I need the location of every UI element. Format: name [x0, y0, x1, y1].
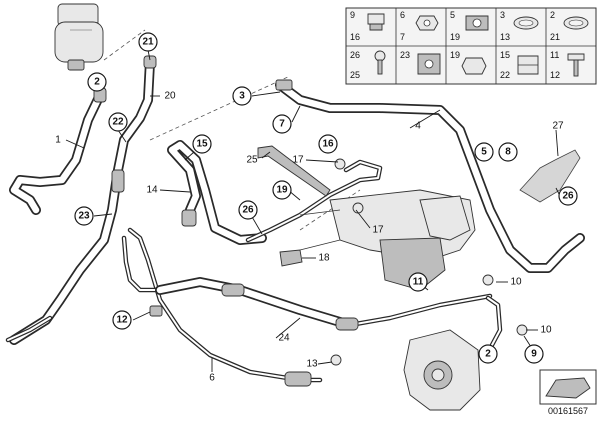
- callout-16[interactable]: 16: [318, 134, 338, 154]
- line-19: [245, 159, 383, 243]
- callout-26[interactable]: 26: [238, 200, 258, 220]
- legend-number: 2: [550, 10, 555, 20]
- steering-gear: [299, 189, 476, 291]
- svg-text:21: 21: [142, 37, 154, 48]
- fluid-reservoir: [54, 3, 104, 71]
- line-2: [485, 295, 503, 348]
- svg-text:2: 2: [485, 349, 491, 360]
- label-17: 17: [372, 225, 384, 236]
- legend-number: 9: [350, 10, 355, 20]
- dashed-reference-line: [103, 29, 146, 61]
- svg-text:26: 26: [562, 191, 574, 202]
- callout-2-bottom[interactable]: 2: [478, 344, 498, 364]
- bolt-icon: [567, 53, 585, 77]
- hose-clamp-icon: [513, 16, 539, 30]
- document-id: 00161567: [548, 406, 588, 416]
- bracket-25: [257, 145, 331, 197]
- callout-8[interactable]: 8: [498, 142, 518, 162]
- callout-23[interactable]: 23: [74, 206, 94, 226]
- callout-26-right[interactable]: 26: [558, 186, 578, 206]
- label-13: 13: [306, 359, 318, 370]
- svg-text:8: 8: [505, 147, 511, 158]
- legend-number: 7: [400, 32, 405, 42]
- legend-number: 16: [350, 32, 360, 42]
- bolt-icon: [367, 13, 385, 31]
- legend-number: 19: [450, 32, 460, 42]
- vehicle-symbol-box: 00161567: [539, 369, 597, 416]
- clamp-fittings: [279, 158, 528, 366]
- svg-text:19: 19: [276, 185, 288, 196]
- label-18: 18: [318, 253, 330, 264]
- svg-text:7: 7: [279, 119, 285, 130]
- label-17: 17: [292, 155, 304, 166]
- dashed-reference-line: [299, 189, 361, 231]
- legend-number: 3: [500, 10, 505, 20]
- label-14: 14: [146, 185, 158, 196]
- label-25: 25: [246, 155, 258, 166]
- callout-22[interactable]: 22: [108, 112, 128, 132]
- svg-text:2: 2: [94, 77, 100, 88]
- legend-number: 11: [550, 50, 559, 60]
- dashed-reference-line: [149, 75, 291, 141]
- callout-9[interactable]: 9: [524, 344, 544, 364]
- callout-19[interactable]: 19: [272, 180, 292, 200]
- svg-text:9: 9: [531, 349, 537, 360]
- callout-15[interactable]: 15: [192, 134, 212, 154]
- callout-3[interactable]: 3: [232, 86, 252, 106]
- legend-number: 21: [550, 32, 560, 42]
- hose-14: [167, 140, 267, 245]
- svg-text:11: 11: [413, 277, 424, 288]
- label-24: 24: [278, 333, 290, 344]
- line-4: [275, 79, 585, 273]
- svg-text:3: 3: [239, 91, 245, 102]
- callout-7[interactable]: 7: [272, 114, 292, 134]
- svg-text:26: 26: [242, 205, 254, 216]
- callout-21-top[interactable]: 21: [138, 32, 158, 52]
- legend-number: 23: [400, 50, 410, 60]
- line-24: [155, 277, 493, 331]
- legend-number: 19: [450, 50, 460, 60]
- label-4: 4: [415, 121, 421, 132]
- callout-2-top[interactable]: 2: [87, 72, 107, 92]
- hose-1: [9, 87, 107, 215]
- svg-text:12: 12: [116, 315, 128, 326]
- svg-text:15: 15: [196, 139, 208, 150]
- legend-number: 26: [350, 50, 360, 60]
- legend-number: 6: [400, 10, 405, 20]
- nut-icon: [461, 57, 487, 75]
- label-20: 20: [164, 91, 176, 102]
- svg-text:5: 5: [481, 147, 487, 158]
- label-10: 10: [540, 325, 552, 336]
- grommet-icon: [417, 53, 441, 75]
- nut-icon: [415, 15, 439, 31]
- hose-20: [5, 55, 157, 345]
- svg-text:23: 23: [78, 211, 90, 222]
- label-27: 27: [552, 121, 564, 132]
- callout-12[interactable]: 12: [112, 310, 132, 330]
- hose-clamp-icon: [563, 16, 589, 30]
- label-1: 1: [55, 135, 61, 146]
- legend-number: 5: [450, 10, 455, 20]
- legend-number: 25: [350, 70, 360, 80]
- screw-icon: [374, 50, 386, 75]
- pipe-6: [121, 227, 323, 387]
- legend-number: 13: [500, 32, 510, 42]
- parts-legend-table: 9 6 5 3 2 16 7 19 13 21 26 23 19 15 11 2…: [345, 7, 597, 85]
- callout-11[interactable]: 11: [408, 272, 428, 292]
- legend-number: 12: [550, 70, 560, 80]
- clip-icon: [465, 15, 489, 31]
- label-6: 6: [209, 373, 215, 384]
- clip-icon: [517, 55, 539, 75]
- bracket-27: [519, 149, 581, 203]
- label-10: 10: [510, 277, 522, 288]
- svg-text:16: 16: [322, 139, 334, 150]
- legend-number: 15: [500, 50, 510, 60]
- callout-5[interactable]: 5: [474, 142, 494, 162]
- power-steering-pump: [403, 329, 481, 411]
- svg-text:22: 22: [112, 117, 124, 128]
- leader-lines: [65, 49, 561, 372]
- legend-number: 22: [500, 70, 510, 80]
